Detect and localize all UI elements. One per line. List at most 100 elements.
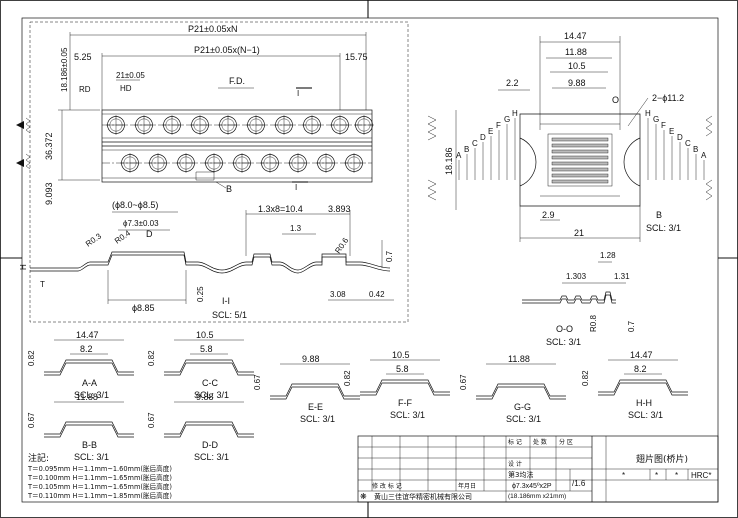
fin-hole xyxy=(260,153,280,173)
section-scale: SCL: 3/1 xyxy=(194,390,229,400)
dim-pitch-count: 1.3x8=10.4 xyxy=(258,204,303,214)
section-height: 0.67 xyxy=(147,412,156,428)
svg-text:设 计: 设 计 xyxy=(508,460,522,468)
section-letter-left: H xyxy=(512,109,518,118)
section-letter-right: B xyxy=(693,145,698,154)
spec-value: ϕ7.3x45ºx2P xyxy=(512,483,552,490)
section-title-i-i: I-I xyxy=(222,296,230,306)
section-letter-left: C xyxy=(472,139,478,148)
louver-bar xyxy=(551,149,609,154)
dim-105: 10.5 xyxy=(568,61,586,71)
dim-308: 3.08 xyxy=(330,290,346,299)
fin-section-profile xyxy=(30,251,391,271)
fin-hole xyxy=(148,153,168,173)
section-name: D-D xyxy=(202,440,218,450)
dim-21: 21 xyxy=(574,228,584,238)
dim-pitch-width: P21±0.05x(N−1) xyxy=(194,45,260,55)
dim-left-offset: 5.25 xyxy=(74,52,92,62)
section-width-outer: 9.88 xyxy=(196,392,214,402)
section-height: 0.82 xyxy=(343,370,352,386)
dim-042: 0.42 xyxy=(369,290,385,299)
svg-text:修 改 标 记: 修 改 标 记 xyxy=(372,482,402,490)
detail-marker-b: B xyxy=(226,184,232,194)
svg-text:*: * xyxy=(675,471,678,480)
section-width-outer: 10.5 xyxy=(196,330,214,340)
section-name: H-H xyxy=(636,398,652,408)
detail-b: 14.47 11.88 10.5 9.88 2.2 O 2−ϕ11.2 18.1… xyxy=(427,31,713,242)
section-i-i: (ϕ8.0~ϕ8.5) ϕ7.3±0.03 D R0.4 R0.3 H T ϕ8… xyxy=(19,200,394,320)
dim-hd-pitch: 21±0.05 xyxy=(116,71,145,80)
drawing-code: HRC* xyxy=(691,471,711,480)
section-letter-left: B xyxy=(464,145,469,154)
note-line: T＝0.095mm H＝1.1mm~1.60mm(胀后高度) xyxy=(27,464,172,473)
company-name: 黄山三佳谊华精密机械有限公司 xyxy=(374,492,472,501)
fin-hole xyxy=(302,115,322,135)
fin-hole xyxy=(204,153,224,173)
section-width-inner: 5.8 xyxy=(396,364,409,374)
fin-hole xyxy=(176,153,196,173)
label-d: D xyxy=(146,229,153,239)
fin-hole xyxy=(330,115,350,135)
notes-title: 注記: xyxy=(28,452,49,464)
section-letter-left: A xyxy=(456,151,462,160)
section-width-outer: 11.88 xyxy=(76,392,98,402)
section-name: G-G xyxy=(514,402,531,412)
ratio-value: /1.6 xyxy=(572,479,586,488)
section-scale: SCL: 3/1 xyxy=(74,390,109,400)
svg-text:I: I xyxy=(295,183,297,192)
label-hd: HD xyxy=(120,84,132,93)
section-scale: SCL: 3/1 xyxy=(390,410,425,420)
section-width-inner: 5.8 xyxy=(200,344,213,354)
fin-hole xyxy=(134,115,154,135)
dim-885: ϕ8.85 xyxy=(132,303,155,313)
fin-hole xyxy=(120,153,140,173)
dim-1303: 1.303 xyxy=(566,272,587,281)
section-width-inner: 8.2 xyxy=(80,344,93,354)
dim-h: H xyxy=(19,264,28,270)
section-profile xyxy=(44,421,134,435)
size-value: (18.186mm x21mm) xyxy=(508,493,566,500)
dim-1447: 14.47 xyxy=(564,31,587,41)
section-view-d-d: 9.88 0.67D-D SCL: 3/1 xyxy=(147,392,254,462)
section-letter-right: H xyxy=(645,109,651,118)
section-letter-right: F xyxy=(661,121,666,130)
top-view: P21±0.05xN P21±0.05x(N−1) 5.25 15.75 21±… xyxy=(16,24,374,205)
section-letter-right: D xyxy=(677,133,683,142)
note-line: T＝0.105mm H＝1.1mm~1.65mm(胀后高度) xyxy=(27,482,172,491)
fin-hole xyxy=(274,115,294,135)
section-title-o-o: O-O xyxy=(556,324,573,334)
dim-oo-07: 0.7 xyxy=(627,320,636,332)
section-letter-left: E xyxy=(488,127,493,136)
dim-t: T xyxy=(40,280,45,289)
section-profile xyxy=(270,383,360,397)
detail-scale-b: SCL: 3/1 xyxy=(646,223,681,233)
svg-text:年月日: 年月日 xyxy=(458,482,476,490)
svg-text:❋: ❋ xyxy=(360,492,367,501)
section-width-outer: 14.47 xyxy=(630,350,653,360)
section-width-outer: 11.88 xyxy=(508,354,530,364)
louver-bar xyxy=(551,173,609,178)
louver-bar xyxy=(551,143,609,148)
louver-bar xyxy=(551,167,609,172)
section-letter-left: G xyxy=(504,115,510,124)
fin-hole xyxy=(218,115,238,135)
louver-bar xyxy=(551,161,609,166)
dim-18186: 18.186 xyxy=(444,147,454,175)
section-letter-right: A xyxy=(701,151,707,160)
dim-hole-d: ϕ7.3±0.03 xyxy=(123,219,159,228)
section-name: F-F xyxy=(398,398,412,408)
section-o-o: 1.28 1.303 1.31 R0.8 0.7 O-O SCL: 3/1 xyxy=(522,251,636,347)
svg-text:分 区: 分 区 xyxy=(559,438,573,446)
section-profile xyxy=(164,359,254,373)
section-height: 0.82 xyxy=(147,350,156,366)
section-height: 0.82 xyxy=(27,350,36,366)
